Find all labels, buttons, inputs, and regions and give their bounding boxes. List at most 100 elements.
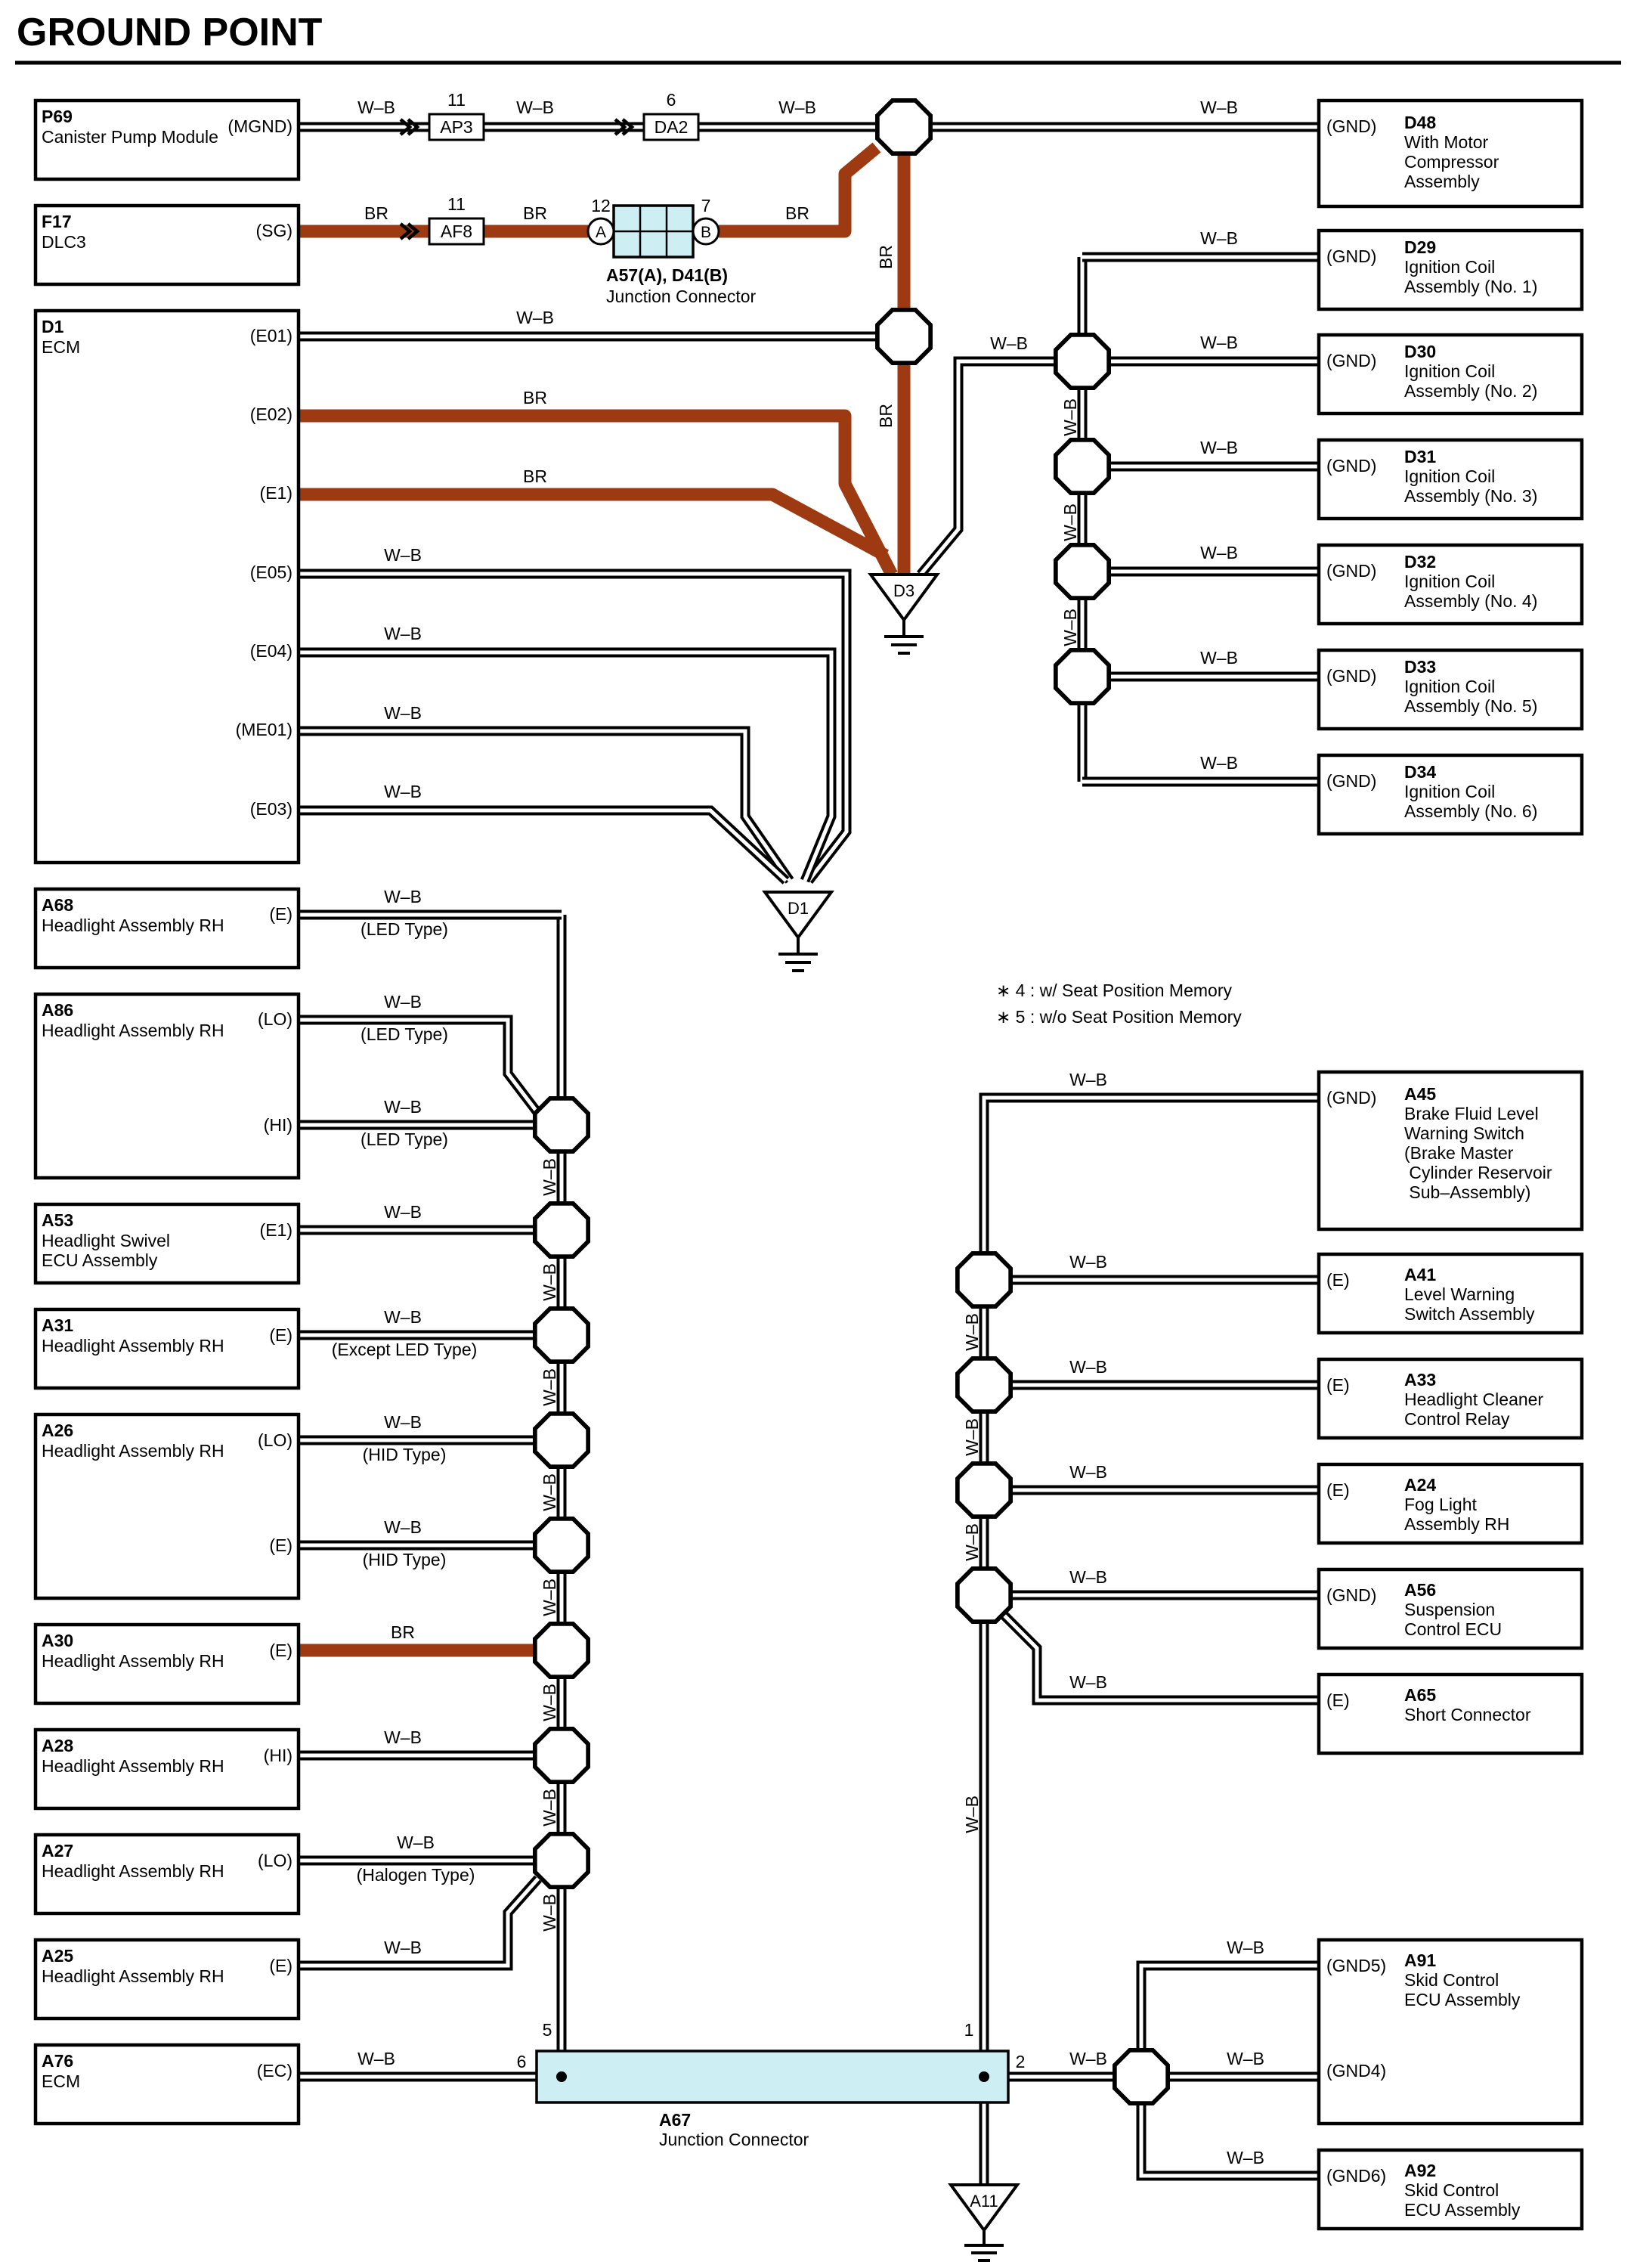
pin-d1-e05: (E05) (250, 562, 292, 582)
splice-left (535, 1204, 588, 1256)
component-code-a41: A41 (1404, 1265, 1436, 1284)
pin-f17-sg: (SG) (255, 221, 292, 240)
jc-a67-pin-6: 6 (517, 2052, 527, 2071)
component-name-d29-line2: Assembly (No. 1) (1404, 277, 1537, 296)
component-code-a31: A31 (42, 1315, 73, 1335)
pin-d1-me01: (ME01) (236, 720, 292, 739)
wire-label-a24: W–B (1069, 1462, 1107, 1482)
pin-a25-e: (E) (269, 1956, 292, 1975)
component-name-d32-line2: Assembly (No. 4) (1404, 591, 1537, 611)
component-name-d48-line1: With Motor (1404, 132, 1489, 152)
ground-d1-label: D1 (788, 899, 809, 918)
component-code-f17: F17 (42, 212, 72, 231)
splice-right (958, 1359, 1010, 1411)
component-name-a45-line1: Brake Fluid Level (1404, 1104, 1539, 1123)
wire-label-coil-4: W–B (1200, 543, 1238, 562)
wire-label-a76: W–B (357, 2049, 395, 2068)
component-name-f17: DLC3 (42, 232, 86, 252)
component-box-a41 (1317, 1252, 1584, 1335)
component-box-d48 (1317, 98, 1584, 209)
wire-label-a91-gnd4: W–B (1227, 2049, 1264, 2068)
wire-d1-e03 (299, 805, 790, 885)
splice-left (535, 1729, 588, 1782)
wire-label-a57: BR (785, 203, 809, 223)
component-name-d29-line1: Ignition Coil (1404, 257, 1495, 277)
component-code-a76: A76 (42, 2051, 73, 2071)
pin-d1-e03: (E03) (250, 799, 292, 819)
splice-right (958, 1253, 1010, 1306)
splice-left (535, 1414, 588, 1467)
pin-d48-gnd: (GND) (1326, 116, 1376, 136)
component-code-d32: D32 (1404, 552, 1436, 572)
jc-a67-sublabel: Junction Connector (659, 2130, 809, 2149)
component-box-a65 (1317, 1672, 1584, 1755)
component-name-a31: Headlight Assembly RH (42, 1336, 224, 1356)
connector-ap3 (428, 113, 485, 141)
component-name-a45-line3: (Brake Master (1404, 1143, 1514, 1163)
wire-a91-gnd5 (1136, 1960, 1319, 2077)
wire-label-coil-1: W–B (1200, 228, 1238, 248)
wire-label-da2: W–B (778, 98, 816, 117)
component-code-a91: A91 (1404, 1950, 1436, 1970)
ground-a11: A11 (948, 2183, 1020, 2262)
wire-label-a68: W–B (384, 887, 422, 906)
component-code-a56: A56 (1404, 1580, 1436, 1600)
wire-label-coil-vert-1: W–B (1060, 398, 1080, 436)
component-code-a92: A92 (1404, 2161, 1436, 2180)
component-code-a33: A33 (1404, 1370, 1436, 1390)
wire-label-e05: W–B (384, 545, 422, 565)
splice-e01 (877, 310, 930, 363)
component-box-d34 (1317, 753, 1584, 836)
component-code-d48: D48 (1404, 113, 1436, 132)
pin-a68-e: (E) (269, 904, 292, 924)
splice-coil (1056, 440, 1109, 493)
component-name-a28: Headlight Assembly RH (42, 1756, 224, 1776)
wire-label-left-vert-5: W–B (540, 1579, 559, 1616)
component-box-a91 (1317, 1938, 1584, 2126)
component-code-a26: A26 (42, 1421, 73, 1440)
component-name-a92-line1: Skid Control (1404, 2180, 1499, 2200)
component-code-a65: A65 (1404, 1685, 1436, 1705)
connector-ap3-label: AP3 (440, 117, 472, 137)
pin-a65-e: (E) (1326, 1690, 1350, 1710)
jc-side-a-marker (586, 217, 615, 246)
pin-a26-e: (E) (269, 1535, 292, 1555)
qualifier-a68-led: (LED Type) (361, 919, 448, 939)
wire-label-coil-3: W–B (1200, 438, 1238, 457)
wire-label-left-vert-8: W–B (540, 1894, 559, 1932)
wire-label-coil-vert-2: W–B (1060, 503, 1080, 541)
component-name-a45-line5: Sub–Assembly) (1404, 1182, 1530, 1202)
wire-label-a91-gnd5: W–B (1227, 1938, 1264, 1957)
wire-label-e01: W–B (516, 308, 554, 327)
pin-a76-ec: (EC) (257, 2061, 292, 2081)
note-seat-memory: ∗ 4 : w/ Seat Position Memory (996, 981, 1232, 1000)
component-code-d29: D29 (1404, 237, 1436, 257)
component-box-a28 (33, 1727, 301, 1811)
component-box-a25 (33, 1938, 301, 2021)
connector-ap3-pin: 11 (447, 90, 466, 110)
component-name-a53-line1: Headlight Swivel (42, 1231, 170, 1250)
qualifier-a26-lo-hid: (HID Type) (363, 1445, 447, 1464)
component-box-d31 (1317, 438, 1584, 521)
component-code-d31: D31 (1404, 447, 1436, 466)
wire-label-left-vert-7: W–B (540, 1789, 559, 1826)
wire-coil-to-d3 (917, 356, 1082, 578)
component-name-d1: ECM (42, 337, 80, 357)
pin-a91-gnd5: (GND5) (1326, 1956, 1386, 1975)
component-box-d29 (1317, 228, 1584, 311)
component-name-a25: Headlight Assembly RH (42, 1966, 224, 1986)
component-name-d32-line1: Ignition Coil (1404, 572, 1495, 591)
jc-pin-b: 7 (701, 196, 711, 215)
wire-label-e03: W–B (384, 782, 422, 801)
wire-label-right-vert-2: W–B (962, 1418, 982, 1456)
wire-label-a26-lo: W–B (384, 1412, 422, 1432)
wire-label-a25: W–B (384, 1938, 422, 1957)
wire-d1-e02 (299, 409, 898, 578)
wire-label-left-vert-3: W–B (540, 1368, 559, 1406)
component-box-d32 (1317, 543, 1584, 626)
pin-d32-gnd: (GND) (1326, 561, 1376, 581)
qualifier-a31-except-led: (Except LED Type) (332, 1340, 478, 1359)
jc-a57-d41-label: A57(A), D41(B) (606, 265, 728, 285)
jc-side-a-letter: A (596, 224, 606, 241)
